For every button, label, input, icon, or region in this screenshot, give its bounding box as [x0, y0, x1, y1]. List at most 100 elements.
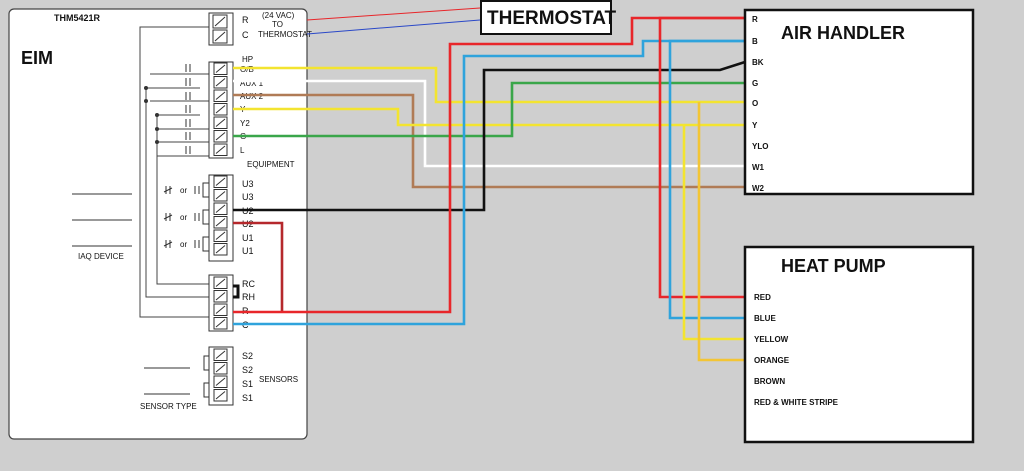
junction-dot — [144, 86, 148, 90]
wire-blue-heatpump — [668, 39, 745, 320]
terminal-label-hp: HP — [242, 55, 253, 64]
junction-dot — [155, 113, 159, 117]
ah-terminal-ylo: YLO — [752, 142, 768, 151]
wire-orange-heatpump — [697, 102, 745, 362]
sensor-lines — [144, 355, 209, 398]
terminal-label-l: L — [240, 146, 245, 155]
thermostat-label: THERMOSTAT — [487, 8, 617, 29]
screw-slot — [215, 204, 226, 213]
rc-circuit-line — [156, 114, 209, 285]
ah-terminal-g: G — [752, 79, 758, 88]
hp-terminal-red: RED — [754, 293, 771, 302]
iaq-device-label: IAQ DEVICE — [78, 252, 124, 261]
wire-red-heatpump — [658, 16, 745, 299]
screw-slot — [215, 105, 226, 114]
power-note-2: TO — [272, 20, 283, 29]
sensor-type-label: SENSOR TYPE — [140, 402, 197, 411]
wire-darkred-u2 — [233, 221, 284, 312]
rc-terminal-block — [208, 274, 234, 332]
wire-green-g — [233, 81, 745, 138]
screw-slot — [215, 292, 226, 301]
screw-slot — [215, 132, 226, 141]
ah-terminal-b: B — [752, 37, 758, 46]
power-note-3: THERMOSTAT — [258, 30, 312, 39]
air-handler-box — [743, 8, 975, 196]
terminal-label-aux2: AUX 2 — [240, 92, 264, 101]
screw-slot — [215, 278, 226, 287]
hp-terminal-orange: ORANGE — [754, 356, 790, 365]
universal-input-symbols — [163, 182, 209, 252]
terminal-label-ob: O/B — [240, 65, 254, 74]
terminal-label-u3b: U3 — [242, 192, 254, 202]
terminal-label-y2: Y2 — [240, 119, 250, 128]
equipment-terminal-block — [208, 61, 234, 159]
terminal-label-s1a: S1 — [242, 379, 253, 389]
terminal-label-u1a: U1 — [242, 233, 254, 243]
screw-slot — [215, 177, 226, 186]
heat-pump-box — [743, 245, 975, 444]
terminal-label-u3a: U3 — [242, 179, 254, 189]
junction-dot — [144, 99, 148, 103]
thermostat-red-feed — [306, 7, 481, 21]
rc-rh-jumper — [233, 284, 240, 299]
wire-red-r — [233, 16, 745, 314]
wire-yellow-ob — [233, 66, 745, 104]
rh-circuit-line — [145, 87, 209, 298]
ah-terminal-y: Y — [752, 121, 758, 130]
or-label-3: or — [180, 240, 187, 249]
terminal-label-rc: RC — [242, 279, 255, 289]
sensors-label: SENSORS — [259, 375, 298, 384]
wire-yellow-heatpump — [682, 125, 745, 341]
screw-slot — [215, 231, 226, 240]
heat-pump-label: HEAT PUMP — [781, 256, 886, 276]
relay-contacts — [185, 64, 191, 154]
terminal-label-rh: RH — [242, 292, 255, 302]
air-handler-label: AIR HANDLER — [781, 23, 905, 43]
screw-slot — [215, 64, 226, 73]
terminal-label-s2b: S2 — [242, 365, 253, 375]
wire-black-u2 — [233, 60, 746, 212]
wires — [233, 16, 746, 362]
power-circuit-line — [139, 26, 209, 318]
or-label-2: or — [180, 213, 187, 222]
terminal-label-c: C — [242, 30, 249, 40]
thermostat-blue-feed — [306, 19, 481, 35]
ah-terminal-w1: W1 — [752, 163, 765, 172]
screw-slot — [215, 78, 226, 87]
terminal-label-r: R — [242, 15, 249, 25]
screw-slot — [215, 145, 226, 154]
screw-slot — [215, 319, 226, 328]
screw-slot — [215, 364, 226, 373]
wire-brown-aux2 — [233, 93, 745, 189]
power-terminal-block — [208, 12, 234, 46]
screw-slot — [215, 118, 226, 127]
air-handler-terminals: R B BK G O Y YLO W1 W2 — [752, 15, 768, 193]
hp-terminal-brown: BROWN — [754, 377, 785, 386]
equipment-label: EQUIPMENT — [247, 160, 295, 169]
or-label-1: or — [180, 186, 187, 195]
terminal-label-u1b: U1 — [242, 246, 254, 256]
terminal-label-s1b: S1 — [242, 393, 253, 403]
screw-slot — [215, 377, 226, 386]
screw-slot — [215, 391, 226, 400]
ah-terminal-bk: BK — [752, 58, 764, 67]
hp-terminal-yellow: YELLOW — [754, 335, 789, 344]
power-note-1: (24 VAC) — [262, 11, 295, 20]
screw-slot — [215, 91, 226, 100]
eim-model: THM5421R — [54, 13, 101, 23]
screw-slot — [215, 245, 226, 254]
junction-dot — [155, 127, 159, 131]
eim-name: EIM — [21, 48, 53, 68]
ah-terminal-w2: W2 — [752, 184, 765, 193]
junction-dot — [155, 140, 159, 144]
terminal-label-s2a: S2 — [242, 351, 253, 361]
ah-terminal-o: O — [752, 99, 758, 108]
thermostat-box — [480, 0, 612, 35]
hp-terminal-blue: BLUE — [754, 314, 776, 323]
screw-slot — [215, 191, 226, 200]
terminal-label-aux1: AUX 1 — [240, 79, 264, 88]
universal-terminal-block — [208, 174, 234, 262]
sensor-terminal-block — [208, 346, 234, 406]
